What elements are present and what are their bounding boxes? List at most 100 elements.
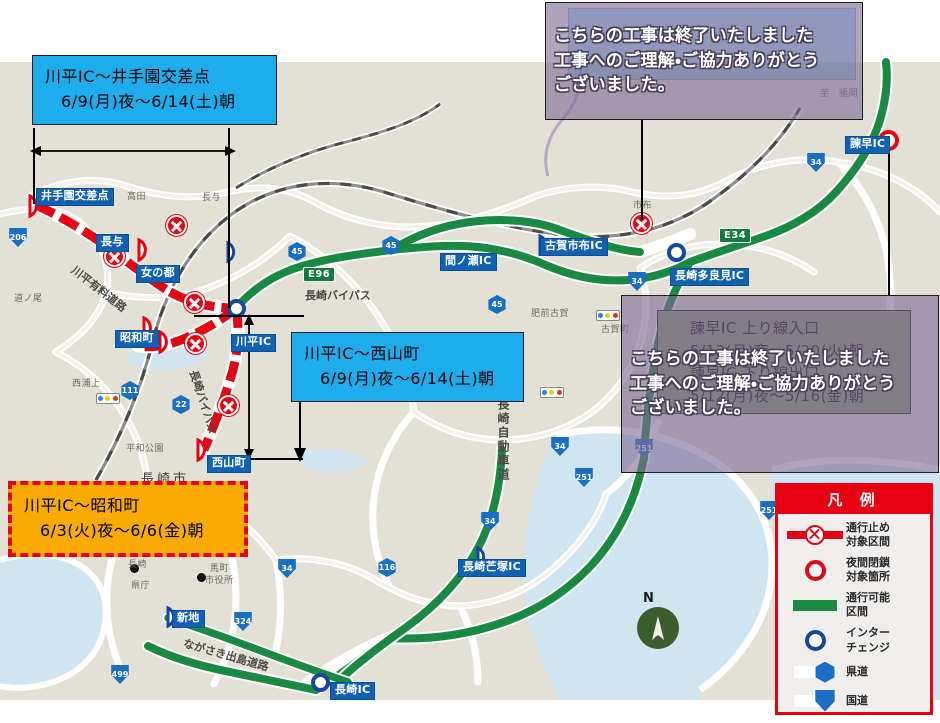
night-closure-icon — [784, 559, 846, 581]
route-shield-r499: 499 — [111, 665, 129, 684]
place-label-hizen-koga: 肥前古賀 — [531, 309, 570, 319]
place-label-kencho: 県庁 — [131, 581, 151, 591]
interchange-node-nagasaki — [311, 673, 330, 692]
place-label-hirawa-park: 平和公園 — [126, 444, 165, 454]
route-shield-r206: 206 — [9, 228, 27, 247]
ic-plate-nagasaki-susukizuka-ic: 長崎芒塚IC — [458, 559, 526, 577]
national-route-icon — [784, 689, 846, 712]
legend-label: 通行可能区間 — [846, 591, 890, 619]
ic-plate-nagasaki-tarami-ic: 長崎多良見IC — [670, 268, 750, 286]
leader-line-nishiyama — [299, 355, 301, 457]
closure-marker-5 — [218, 395, 239, 416]
ic-plate-idezono: 井手園交差点 — [36, 188, 114, 206]
route-shield-r251c: 251 — [760, 501, 778, 520]
overlay-line: ございました。 — [554, 75, 676, 96]
closure-marker-1 — [166, 215, 187, 236]
ic-plate-koga-ichinuno-ic: 古賀市布IC — [540, 238, 608, 256]
place-label-umamachi: 馬町 — [210, 564, 230, 574]
legend-label: 通行止め対象区間 — [846, 521, 890, 549]
prefectural-route-icon — [784, 661, 846, 683]
ic-plate-nagasaki-ic: 長崎IC — [330, 682, 376, 700]
legend-label: 県道 — [846, 665, 868, 679]
ic-plate-mannose-ic: 間ノ瀬IC — [440, 253, 497, 271]
construction-finished-overlay-top: こちらの工事は終了いたしました 工事へのご理解・ご協力ありがとう ございました。 — [545, 2, 863, 120]
route-shield-r34d: 34 — [551, 437, 569, 456]
route-shield-r111: 111 — [121, 381, 139, 400]
construction-finished-overlay-bottom: こちらの工事は終了いたしました 工事へのご理解・ご協力ありがとう ございました。 — [621, 295, 939, 473]
ic-plate-isahaya-ic: 諫早IC — [845, 136, 891, 154]
place-label-dounoo: 道ノ尾 — [14, 294, 43, 304]
closure-marker-3 — [185, 333, 206, 354]
place-label-nagayo-town: 長与 — [202, 193, 222, 203]
expressway-shield-e34: E34 — [719, 228, 752, 243]
overlay-line: 工事へのご理解・ご協力ありがとう — [554, 50, 820, 71]
legend-row-1: 夜間閉鎖対象箇所 — [784, 556, 924, 584]
closure-marker-2 — [184, 292, 205, 313]
passable-section-icon — [784, 599, 846, 611]
route-shield-r22: 22 — [172, 395, 190, 414]
dimension-tick-left — [33, 128, 35, 204]
legend-row-4: 県道 — [784, 661, 924, 683]
road-label-nagasaki-bypass-main: 長崎バイパス — [305, 289, 371, 302]
interchange-node-tarami — [667, 243, 686, 262]
place-label-koga-machi: 古賀町 — [601, 325, 630, 335]
route-shield-r34a: 34 — [628, 272, 646, 291]
ic-plate-nagayo: 長与 — [96, 234, 129, 252]
ic-plate-shinchi: 新地 — [172, 610, 205, 628]
route-shield-r34c: 34 — [278, 559, 296, 578]
legend-label: 夜間閉鎖対象箇所 — [846, 556, 890, 584]
callout-line: 川平IC～井手園交差点 — [45, 67, 211, 86]
place-label-ichinuno: 市布 — [633, 201, 653, 211]
overlay-line: こちらの工事は終了いたしました — [630, 349, 890, 370]
legend-label: 国道 — [846, 693, 868, 707]
traffic-signal-icon-1 — [596, 310, 620, 321]
route-shield-r324: 324 — [234, 612, 252, 631]
callout-kawabira-idezono: 川平IC～井手園交差点 6/9(月)夜～6/14(土)朝 — [32, 55, 277, 125]
route-shield-r45c: 45 — [488, 295, 506, 314]
legend-row-0: 通行止め対象区間 — [784, 521, 924, 549]
ic-plate-showamachi: 昭和町 — [115, 330, 159, 348]
route-shield-r251b: 251 — [575, 468, 593, 487]
legend-row-5: 国道 — [784, 689, 924, 712]
dimension-arrow-top — [30, 146, 236, 156]
interchange-icon — [784, 630, 846, 652]
callout-kawabira-nishiyama: 川平IC～西山町 6/9(月)夜～6/14(土)朝 — [291, 332, 524, 402]
callout-line: 川平IC～西山町 — [304, 344, 420, 363]
overlay-line: 工事へのご理解・ご協力ありがとう — [630, 373, 896, 394]
overlay-line: ございました。 — [630, 398, 752, 419]
route-shield-r116: 116 — [378, 558, 396, 577]
callout-line: 6/3(火)夜～6/6(金)朝 — [40, 520, 204, 540]
ic-plate-kawabira-ic: 川平IC — [231, 334, 277, 352]
dimension-tick-bottom — [233, 458, 303, 460]
place-label-shiyakusho: 市役所 — [205, 576, 234, 586]
route-shield-r34e: 34 — [481, 512, 499, 531]
route-shield-r45b: 45 — [382, 236, 400, 255]
callout-kawabira-showamachi: 川平IC～昭和町 6/3(火)夜～6/6(金)朝 — [8, 481, 248, 557]
route-shield-r45a: 45 — [288, 242, 306, 261]
legend-row-2: 通行可能区間 — [784, 591, 924, 619]
leader-arrow-nishiyama — [294, 448, 306, 462]
legend-row-3: インターチェンジ — [784, 626, 924, 654]
landmark-dot-kencho — [130, 564, 139, 573]
leader-line-isahaya — [888, 150, 890, 295]
legend-items: 通行止め対象区間夜間閉鎖対象箇所通行可能区間インターチェンジ県道国道 — [778, 514, 930, 723]
closure-section-icon — [784, 525, 846, 546]
place-label-nishiurakami: 西浦上 — [72, 379, 101, 389]
ic-plate-nishiyama: 西山町 — [207, 455, 251, 473]
overlay-line: こちらの工事は終了いたしました — [554, 26, 814, 47]
leader-line-ichinuno — [641, 120, 643, 220]
legend-label: インターチェンジ — [846, 626, 890, 654]
traffic-signal-icon-2 — [540, 387, 564, 398]
compass-north-label: N — [643, 591, 654, 606]
route-shield-r34b: 34 — [807, 153, 825, 172]
place-label-takada: 高田 — [127, 192, 147, 202]
legend-panel: 凡 例 通行止め対象区間夜間閉鎖対象箇所通行可能区間インターチェンジ県道国道 — [775, 483, 933, 715]
callout-line: 6/9(月)夜～6/14(土)朝 — [61, 91, 236, 111]
callout-line: 6/9(月)夜～6/14(土)朝 — [320, 368, 495, 388]
place-label-nagasaki-sta: 長崎 — [128, 560, 148, 570]
compass-rose-icon — [637, 607, 679, 649]
road-label-nagasaki-expressway: 長崎自動車道 — [496, 398, 510, 482]
traffic-signal-icon-3 — [96, 393, 120, 404]
legend-title: 凡 例 — [778, 486, 930, 514]
